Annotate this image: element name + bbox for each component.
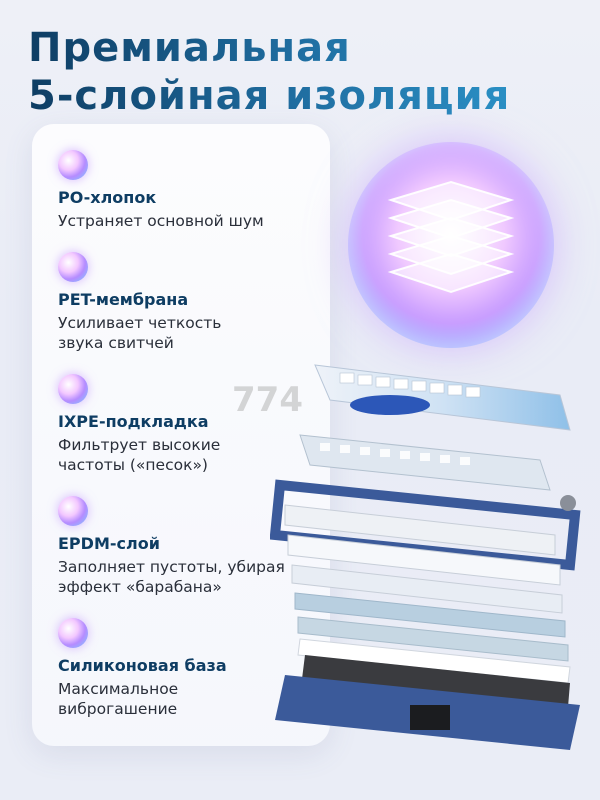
feature-ixpe-pad: IXPE-подкладка Фильтрует высокие частоты… [58,374,243,475]
title-line-2: 5-слойная изоляция [28,73,511,119]
feature-title: Силиконовая база [58,656,227,675]
feature-desc: Максимальное виброгашение [58,680,179,718]
page-title: Премиальная 5-слойная изоляция [28,24,510,120]
layers-sphere-icon [348,142,554,348]
feature-title: EPDM-слой [58,534,160,553]
title-line-1: Премиальная [28,25,351,71]
feature-po-cotton: PO-хлопок Устраняет основной шум [58,150,308,231]
feature-desc: Фильтрует высокие частоты («песок») [58,436,221,474]
bubble-icon [58,618,88,648]
keyboard-exploded-view-image [270,364,581,750]
bubble-icon [58,150,88,180]
feature-epdm-layer: EPDM-слой Заполняет пустоты, убирая эффе… [58,496,298,597]
bubble-icon [58,374,88,404]
feature-desc: Усиливает четкость звука свитчей [58,314,222,352]
stacked-layers-icon [387,180,515,294]
watermark-text: 774 [232,380,303,420]
feature-desc: Заполняет пустоты, убирая эффект «бараба… [58,558,285,596]
bubble-icon [58,496,88,526]
feature-title: PO-хлопок [58,188,157,207]
feature-title: PET-мембрана [58,290,189,309]
feature-pet-membrane: PET-мембрана Усиливает четкость звука св… [58,252,243,353]
feature-title: IXPE-подкладка [58,412,209,431]
features-card: PO-хлопок Устраняет основной шум PET-мем… [32,124,330,746]
feature-silicone-base: Силиконовая база Максимальное виброгашен… [58,618,228,719]
feature-desc: Устраняет основной шум [58,212,264,230]
bubble-icon [58,252,88,282]
